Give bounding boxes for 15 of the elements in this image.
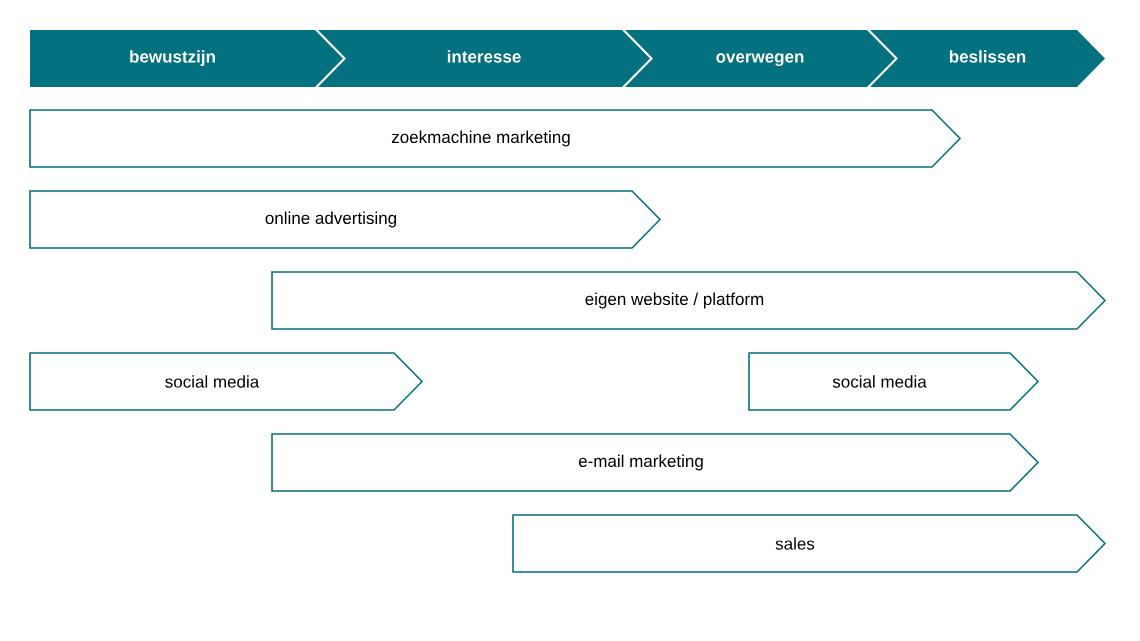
stage-banner: interesse <box>318 30 650 87</box>
node-label: interesse <box>447 50 521 63</box>
channel-banner: eigen website / platform <box>271 271 1107 330</box>
channel-banner: sales <box>512 514 1107 573</box>
channel-banner: zoekmachine marketing <box>29 109 962 168</box>
stage-banner: bewustzijn <box>30 30 343 87</box>
stage-banner: overwegen <box>625 30 895 87</box>
node-label: bewustzijn <box>130 50 215 67</box>
node-label: beslissen <box>949 50 1026 63</box>
channel-banner: e-mail marketing <box>271 433 1040 492</box>
stage-banner: beslissen <box>870 30 1105 87</box>
node-label: overwegen <box>716 53 804 67</box>
channel-banner: social media <box>29 352 424 411</box>
channel-banner: social media <box>748 352 1040 411</box>
channel-banner: online advertising <box>29 190 662 249</box>
